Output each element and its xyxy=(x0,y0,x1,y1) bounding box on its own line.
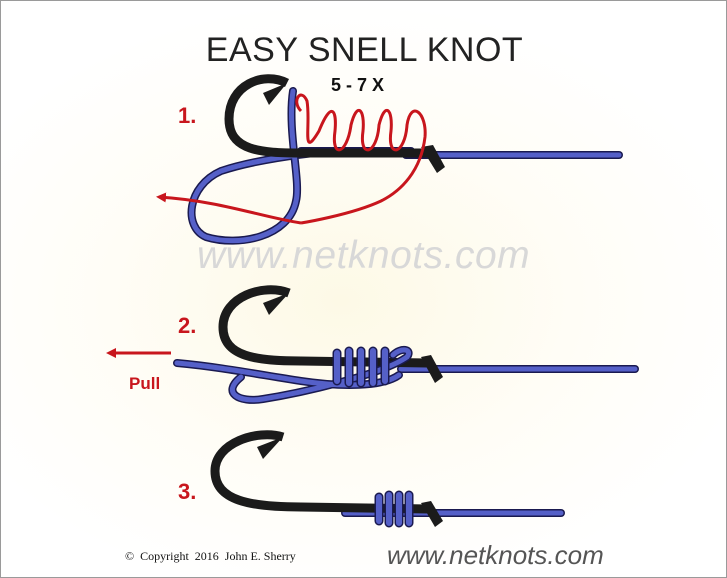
step-2-label: 2. xyxy=(178,313,197,338)
step-2-hook xyxy=(218,285,443,383)
pull-label: Pull xyxy=(129,374,161,393)
step-2-illustration xyxy=(106,285,639,404)
copyright-text: Copyright 2016 John E. Sherry xyxy=(140,549,296,563)
step-3-hook xyxy=(210,430,443,527)
step-1-loop xyxy=(187,87,415,245)
step-1-illustration xyxy=(156,74,623,245)
copyright-icon: © xyxy=(125,549,135,563)
diagram-title: EASY SNELL KNOT xyxy=(205,31,524,69)
step-1-label: 1. xyxy=(178,103,197,128)
step-3-illustration xyxy=(210,430,565,528)
step-1-hook xyxy=(224,74,445,173)
step-3-label: 3. xyxy=(178,479,197,504)
step-3-wraps xyxy=(374,490,414,528)
copyright-notice: © Copyright 2016 John E. Sherry xyxy=(125,549,296,564)
step-1-tag-end xyxy=(156,93,427,225)
step-2-wraps xyxy=(332,346,390,388)
wrap-count-label: 5 - 7 X xyxy=(331,75,385,95)
site-url-link[interactable]: www.netknots.com xyxy=(387,540,604,570)
